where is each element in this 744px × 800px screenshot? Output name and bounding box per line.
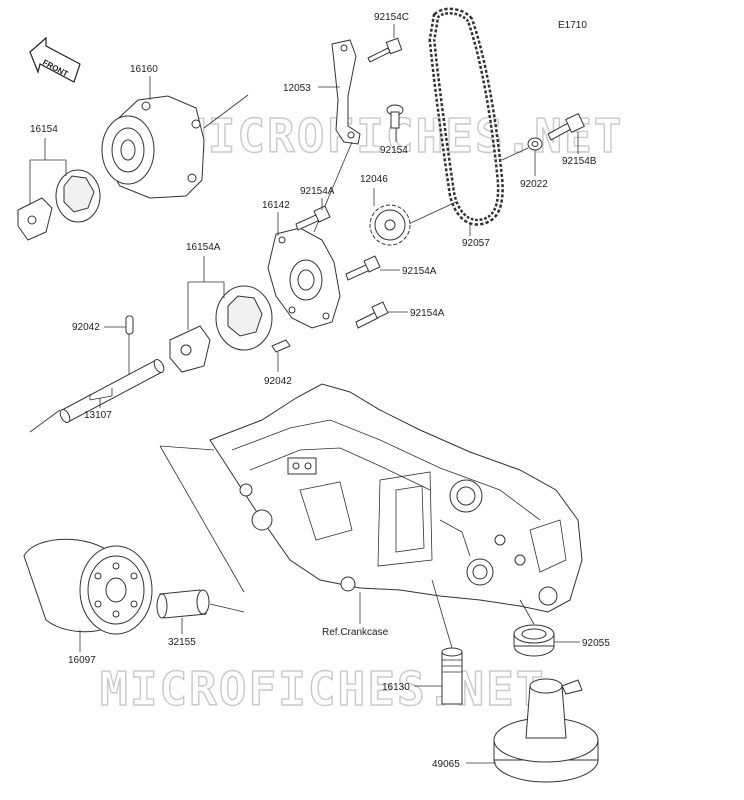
oil-pipe-16130 — [441, 647, 463, 705]
label-32155: 32155 — [168, 637, 196, 648]
label-92057: 92057 — [462, 238, 490, 249]
oil-filter-16097 — [23, 538, 153, 635]
chain-guide-12053 — [331, 39, 361, 145]
bolt-92154a-1 — [295, 205, 331, 231]
label-16154a: 16154A — [186, 242, 221, 253]
drive-chain-92057 — [428, 7, 504, 226]
label-92154a-1: 92154A — [300, 186, 335, 197]
pin-92042-2 — [271, 339, 291, 353]
oil-pump-body — [101, 95, 205, 199]
crankcase-housing — [209, 383, 583, 613]
label-16154: 16154 — [30, 124, 58, 135]
label-92154a-2: 92154A — [402, 266, 437, 277]
bolt-92154c — [367, 37, 403, 63]
label-16142: 16142 — [262, 200, 290, 211]
pump-cover-16142 — [267, 227, 341, 329]
outer-rotor-16154 — [17, 169, 101, 241]
label-12053: 12053 — [283, 83, 311, 94]
label-92154: 92154 — [380, 145, 408, 156]
label-92055: 92055 — [582, 638, 610, 649]
label-92042-2: 92042 — [264, 376, 292, 387]
washer-92022 — [527, 137, 543, 151]
label-92154a-3: 92154A — [410, 308, 445, 319]
label-92042-1: 92042 — [72, 322, 100, 333]
bolt-92154a-2 — [345, 255, 381, 281]
pin-92042-1 — [125, 315, 134, 335]
front-arrow-icon: FRONT — [29, 36, 81, 83]
bolt-92154 — [386, 104, 404, 129]
watermark-bottom: MICROFICHES.NET — [100, 662, 545, 716]
bolt-92154a-3 — [355, 301, 389, 329]
label-92154b: 92154B — [562, 156, 597, 167]
label-16130: 16130 — [382, 682, 410, 693]
fitting-32155 — [156, 589, 210, 619]
label-16097: 16097 — [68, 655, 96, 666]
watermark-top: MICROFICHES.NET — [178, 109, 623, 163]
label-49065: 49065 — [432, 759, 460, 770]
diagram-code: E1710 — [558, 20, 587, 31]
label-92022: 92022 — [520, 179, 548, 190]
label-13107: 13107 — [84, 410, 112, 421]
sprocket-12046 — [369, 204, 411, 246]
drain-plug-92055 — [513, 624, 555, 657]
label-92154c: 92154C — [374, 12, 409, 23]
bolt-92154b — [547, 113, 585, 141]
label-16160: 16160 — [130, 64, 158, 75]
label-12046: 12046 — [360, 174, 388, 185]
rotor-set-16154a — [169, 285, 273, 373]
oil-strainer-49065 — [493, 678, 599, 783]
ref-crankcase-label: Ref.Crankcase — [322, 627, 389, 638]
